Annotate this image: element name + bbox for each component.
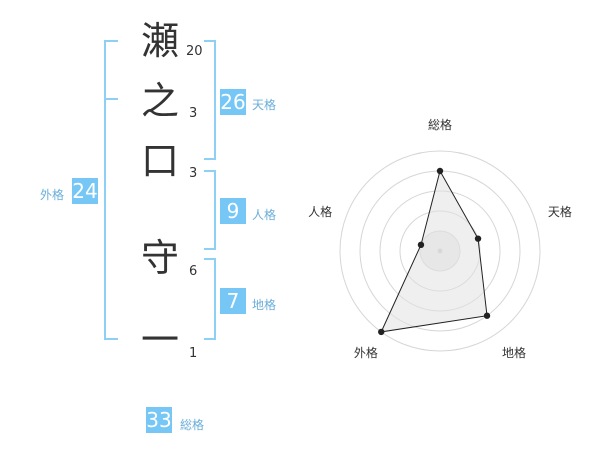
name-char-1: 瀬 — [140, 19, 179, 63]
name-char-4: 守 — [140, 236, 179, 280]
stroke-count-4: 6 — [189, 264, 198, 279]
soukaku-value: 33 — [146, 407, 172, 433]
radar-point-5 — [417, 241, 425, 249]
gaikaku-label: 外格 — [40, 188, 65, 202]
name-char-5: 一 — [140, 318, 179, 362]
name-char-3: 口 — [140, 139, 179, 183]
stroke-count-5: 1 — [189, 346, 198, 361]
radar-point-1 — [436, 167, 444, 175]
stroke-count-3: 3 — [189, 166, 198, 181]
radar-axis-label-2: 天格 — [548, 204, 572, 219]
radar-point-3 — [483, 312, 491, 319]
tenkaku-value: 26 — [220, 89, 246, 115]
chikaku-label: 地格 — [252, 298, 277, 312]
radar-axis-label-5: 人格 — [308, 204, 332, 219]
radar-polygon — [380, 169, 488, 333]
radar-axis-label-1: 総格 — [428, 117, 452, 132]
radar-ring — [339, 150, 541, 352]
jinkaku-label: 人格 — [252, 208, 277, 222]
jinkaku-value: 9 — [220, 198, 246, 224]
radar-point-4 — [378, 328, 385, 336]
gaikaku-value: 24 — [72, 178, 98, 204]
name-char-2: 之 — [140, 79, 179, 123]
stroke-count-2: 3 — [189, 106, 198, 121]
radar-point-2 — [474, 235, 482, 242]
tenkaku-label: 天格 — [252, 98, 277, 112]
chikaku-value: 7 — [220, 288, 246, 314]
stroke-count-1: 20 — [186, 44, 203, 59]
soukaku-label: 総格 — [180, 418, 205, 432]
radar-axis-label-4: 外格 — [354, 345, 378, 360]
radar-axis-label-3: 地格 — [502, 345, 526, 360]
